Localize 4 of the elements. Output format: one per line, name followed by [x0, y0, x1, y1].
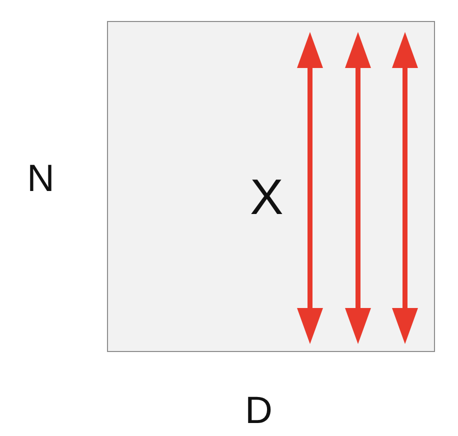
axis-label: D — [245, 392, 272, 430]
matrix-symbol: X — [250, 172, 284, 222]
axis-label: N — [27, 160, 54, 198]
matrix-box — [107, 21, 435, 352]
